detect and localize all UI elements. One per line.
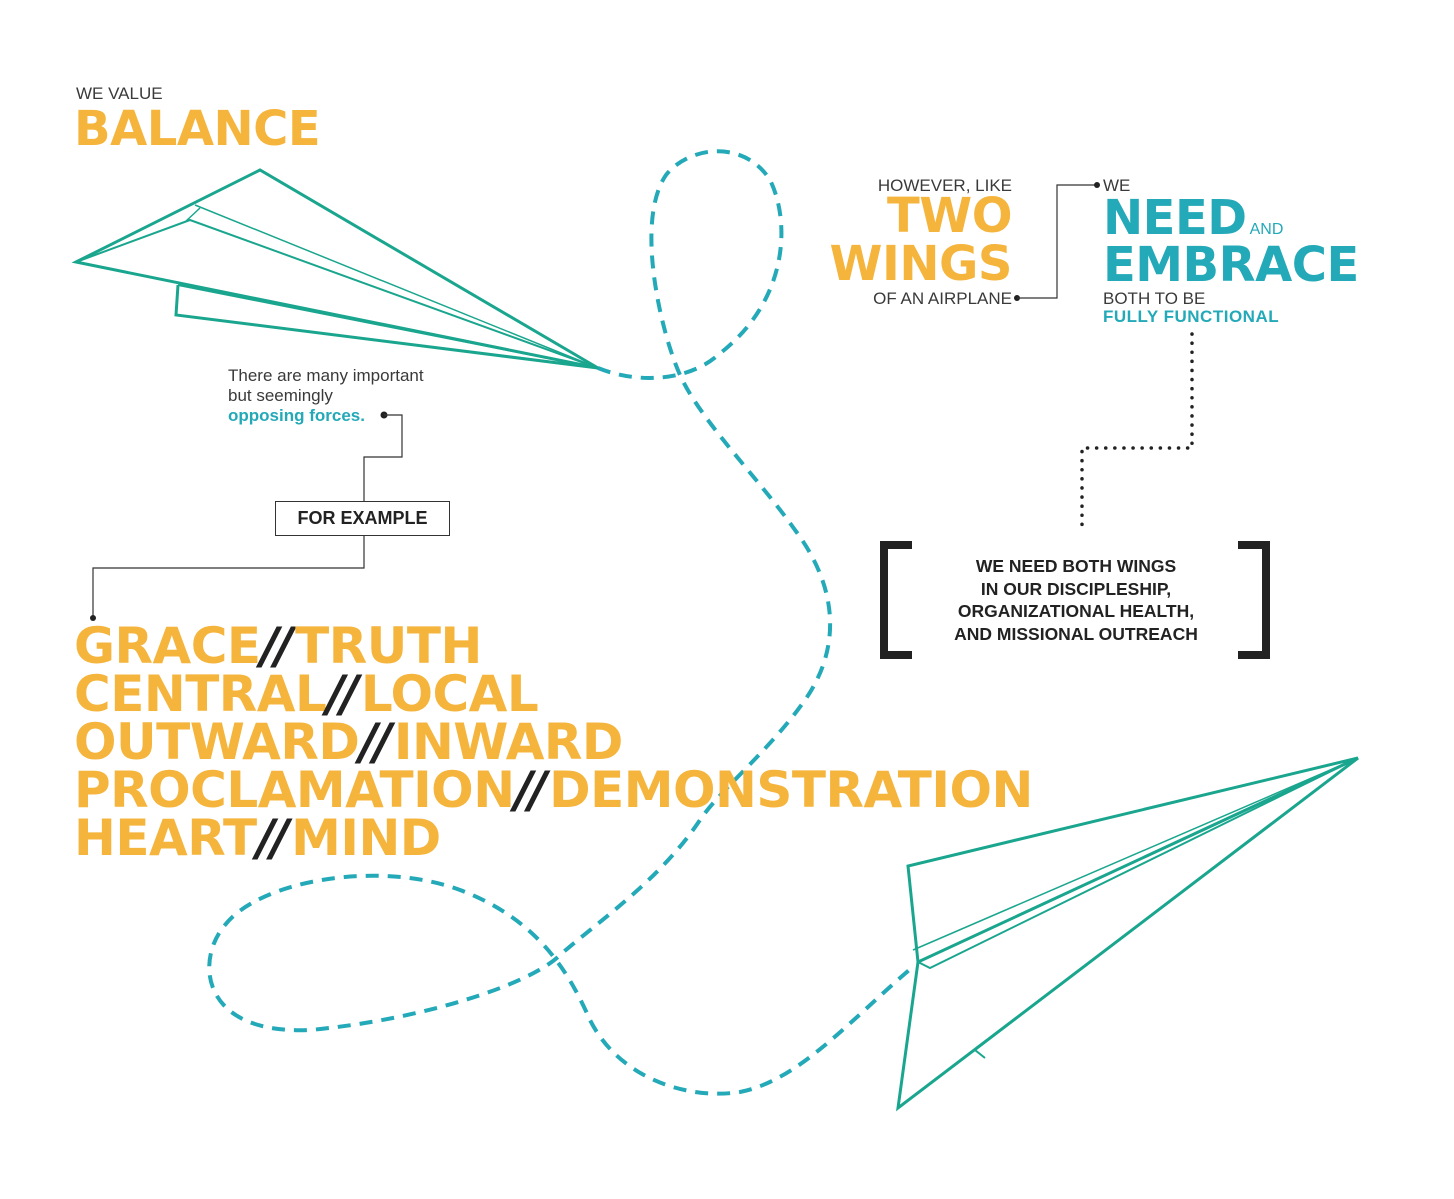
- page-title: BALANCE: [74, 101, 321, 157]
- pair-separator: //: [326, 665, 358, 723]
- intro-line: There are many important: [228, 366, 424, 385]
- wings-posttitle: OF AN AIRPLANE: [873, 289, 1012, 308]
- pair-left: HEART: [74, 809, 257, 867]
- bracket-right: [1238, 541, 1270, 659]
- connector-opposing-to-example: [363, 411, 403, 501]
- bracket-line: WE NEED BOTH WINGS: [975, 556, 1177, 576]
- pair-separator: //: [514, 761, 547, 819]
- header-pretitle: WE VALUE: [76, 84, 163, 103]
- pair-row: OUTWARD//INWARD: [74, 717, 1033, 767]
- wings-heading-line2: WINGS: [829, 236, 1013, 292]
- pair-left: CENTRAL: [74, 665, 327, 723]
- pair-left: OUTWARD: [74, 713, 360, 771]
- embrace-pretitle: WE: [1103, 176, 1131, 195]
- pairs-list: GRACE//TRUTH CENTRAL//LOCAL OUTWARD//INW…: [74, 621, 1033, 863]
- pair-right: TRUTH: [295, 617, 482, 675]
- paper-airplane-bottom-icon: [896, 756, 1359, 1112]
- pair-left: PROCLAMATION: [74, 761, 515, 819]
- bracket-left: [880, 541, 912, 659]
- embrace-heading: EMBRACE: [1103, 237, 1359, 293]
- pair-row: HEART//MIND: [74, 813, 1033, 863]
- embrace-highlight: FULLY FUNCTIONAL: [1103, 307, 1280, 326]
- paper-airplane-top-icon: [71, 168, 599, 370]
- intro-text: There are many important but seemingly o…: [228, 366, 488, 426]
- pair-right: DEMONSTRATION: [549, 761, 1033, 819]
- bracket-line: AND MISSIONAL OUTREACH: [954, 623, 1198, 644]
- pair-right: LOCAL: [360, 665, 539, 723]
- pair-separator: //: [260, 617, 293, 675]
- wings-pretitle: HOWEVER, LIKE: [877, 176, 1012, 195]
- bracket-statement: WE NEED BOTH WINGS IN OUR DISCIPLESHIP, …: [906, 555, 1246, 645]
- for-example-box: FOR EXAMPLE: [275, 501, 450, 536]
- embrace-posttitle: BOTH TO BE: [1103, 289, 1206, 308]
- pair-row: PROCLAMATION//DEMONSTRATION: [74, 765, 1033, 815]
- pair-left: GRACE: [74, 617, 261, 675]
- intro-highlight: opposing forces.: [228, 406, 365, 425]
- and-word: AND: [1249, 221, 1284, 238]
- wings-heading-line1: TWO: [887, 188, 1013, 244]
- connector-example-to-pairs: [90, 536, 365, 621]
- dotted-connector: [1080, 332, 1194, 535]
- for-example-label: FOR EXAMPLE: [297, 508, 428, 528]
- pair-right: MIND: [291, 809, 441, 867]
- pair-row: CENTRAL//LOCAL: [74, 669, 1033, 719]
- need-word: NEED: [1103, 190, 1247, 246]
- pair-right: INWARD: [393, 713, 624, 771]
- pair-separator: //: [359, 713, 391, 771]
- bracket-line: IN OUR DISCIPLESHIP,: [980, 578, 1172, 599]
- bracket-line: ORGANIZATIONAL HEALTH,: [957, 601, 1195, 621]
- connector-wings-to-embrace: [1014, 182, 1100, 301]
- intro-line: but seemingly: [228, 386, 333, 405]
- pair-row: GRACE//TRUTH: [74, 621, 1033, 671]
- flight-path: [207, 149, 917, 1096]
- pair-separator: //: [256, 809, 289, 867]
